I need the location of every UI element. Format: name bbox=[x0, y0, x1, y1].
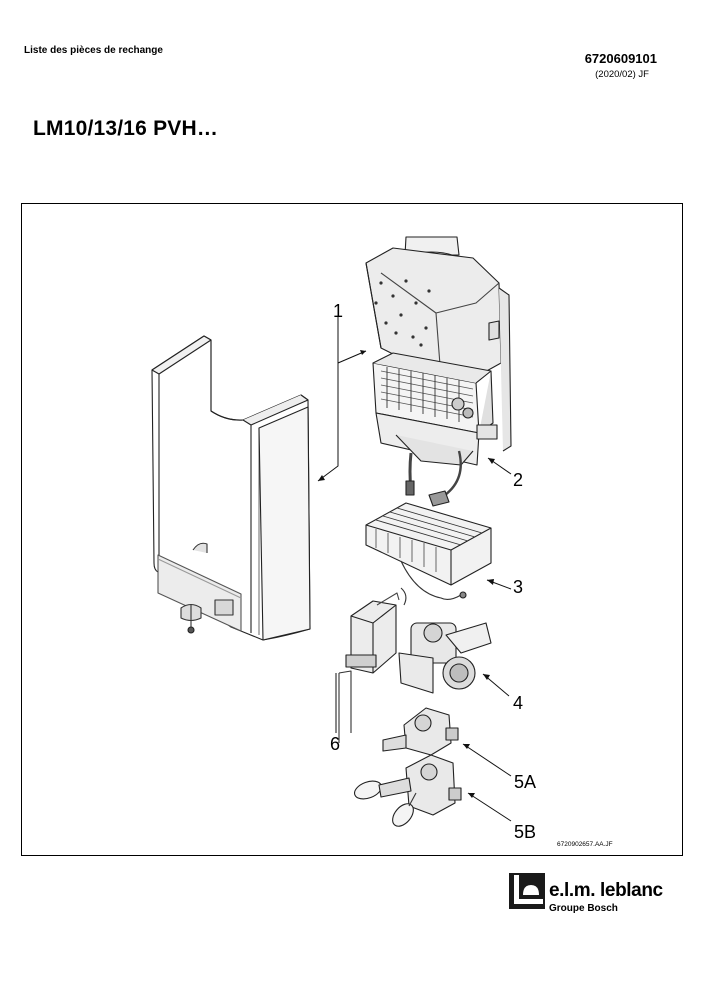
casing-illustration bbox=[151, 335, 311, 641]
part-4-valve-assembly bbox=[338, 587, 492, 743]
part-1-hood-and-heat-exchanger bbox=[365, 236, 512, 507]
callout-4: 4 bbox=[513, 693, 523, 713]
document-type: Liste des pièces de rechange bbox=[24, 45, 163, 56]
part-5b-gas-valve bbox=[354, 754, 462, 827]
exploded-view-frame bbox=[21, 203, 683, 856]
callout-6: 6 bbox=[330, 734, 340, 754]
callout-3: 3 bbox=[513, 577, 523, 597]
revision-date: (2020/02) JF bbox=[595, 69, 649, 80]
part-5a-gas-valve bbox=[382, 707, 459, 756]
callout-5b: 5B bbox=[514, 822, 536, 842]
figure-reference-code: 6720902657.AA.JF bbox=[557, 841, 613, 848]
brand-group: Groupe Bosch bbox=[549, 903, 618, 914]
brand-name: e.l.m. leblanc bbox=[549, 880, 663, 901]
document-number: 6720609101 bbox=[584, 51, 657, 66]
model-title: LM10/13/16 PVH… bbox=[33, 117, 219, 140]
callout-1: 1 bbox=[333, 301, 343, 321]
exploded-view-diagram: 1 2 3 4 5A 5B 6 bbox=[151, 236, 536, 842]
part-3-burner bbox=[365, 502, 492, 601]
callout-5a: 5A bbox=[514, 772, 536, 792]
callout-2: 2 bbox=[513, 470, 523, 490]
elm-leblanc-logo-icon bbox=[509, 873, 545, 909]
